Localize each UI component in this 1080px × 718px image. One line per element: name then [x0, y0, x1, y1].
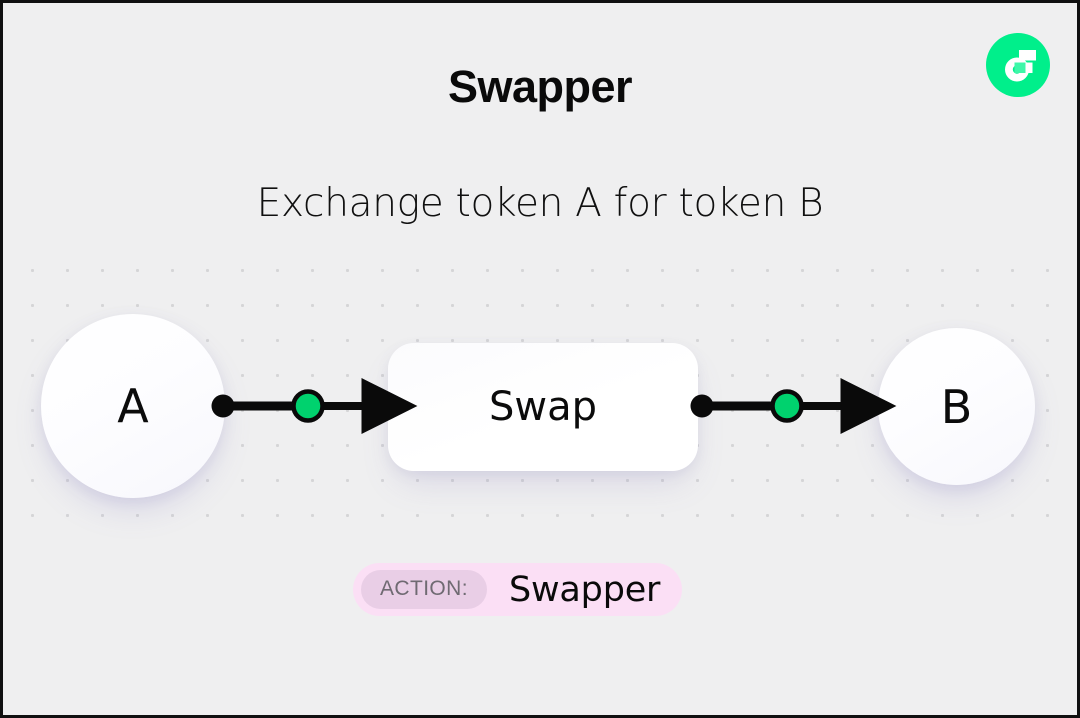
action-badge: ACTION: Swapper — [353, 563, 683, 616]
edge-waypoint-dot-a — [291, 389, 325, 423]
action-badge-value: Swapper — [508, 569, 661, 610]
token-node-b[interactable]: B — [878, 328, 1035, 485]
page-title: Swapper — [447, 61, 633, 112]
edge-a-to-swap — [211, 378, 418, 434]
page-subtitle: Exchange token A for token B — [256, 181, 824, 226]
edge-waypoint-dot-b — [770, 389, 804, 423]
token-node-a[interactable]: A — [41, 314, 225, 498]
edge-swap-to-b — [690, 378, 897, 434]
edge-source-dot-b — [690, 394, 714, 418]
token-node-a-label: A — [117, 379, 149, 433]
action-badge-key: ACTION: — [361, 570, 487, 609]
swap-node-label: Swap — [488, 384, 597, 430]
swap-flow-diagram: A Swap B — [3, 243, 1077, 543]
flow-logo-icon — [986, 33, 1050, 97]
diagram-edges — [211, 378, 897, 434]
edge-source-dot-a — [211, 394, 235, 418]
token-node-b-label: B — [940, 379, 973, 434]
swap-node[interactable]: Swap — [388, 343, 698, 471]
